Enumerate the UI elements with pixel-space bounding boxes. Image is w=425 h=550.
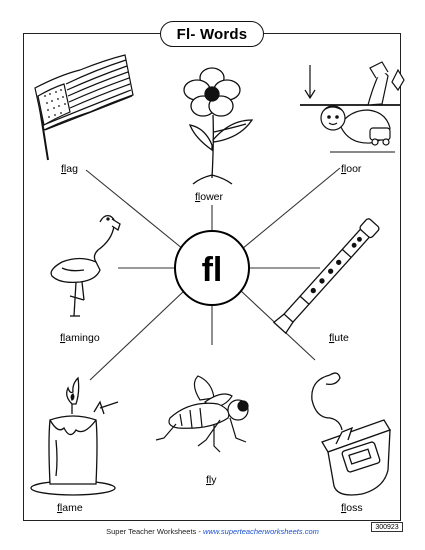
flag-picture (34, 54, 134, 161)
center-circle (174, 230, 250, 306)
word-label-flag: flag (61, 163, 78, 175)
word-label-fly: fly (206, 474, 217, 486)
worksheet-title: Fl- Words (160, 21, 264, 47)
word-label-flame: flame (57, 502, 83, 514)
floss-picture (311, 372, 391, 496)
word-label-flute: flute (329, 332, 349, 344)
flower-picture (183, 67, 254, 185)
footer-site-link[interactable]: www.superteacherworksheets.com (202, 527, 319, 536)
footer-credit: Super Teacher Worksheets - www.superteac… (0, 527, 425, 536)
flamingo-picture (50, 214, 121, 317)
center-label: fl (202, 251, 223, 289)
word-label-floss: floss (341, 502, 363, 514)
flame-picture (30, 376, 119, 496)
footer-brand: Super Teacher Worksheets - (106, 527, 203, 536)
word-label-flower: flower (195, 191, 224, 203)
floor-picture (300, 61, 405, 153)
word-label-floor: floor (341, 163, 362, 175)
word-label-flamingo: flamingo (60, 332, 100, 344)
worksheet-code: 300923 (371, 522, 403, 532)
flute-picture (272, 218, 380, 335)
fly-picture (155, 375, 249, 453)
